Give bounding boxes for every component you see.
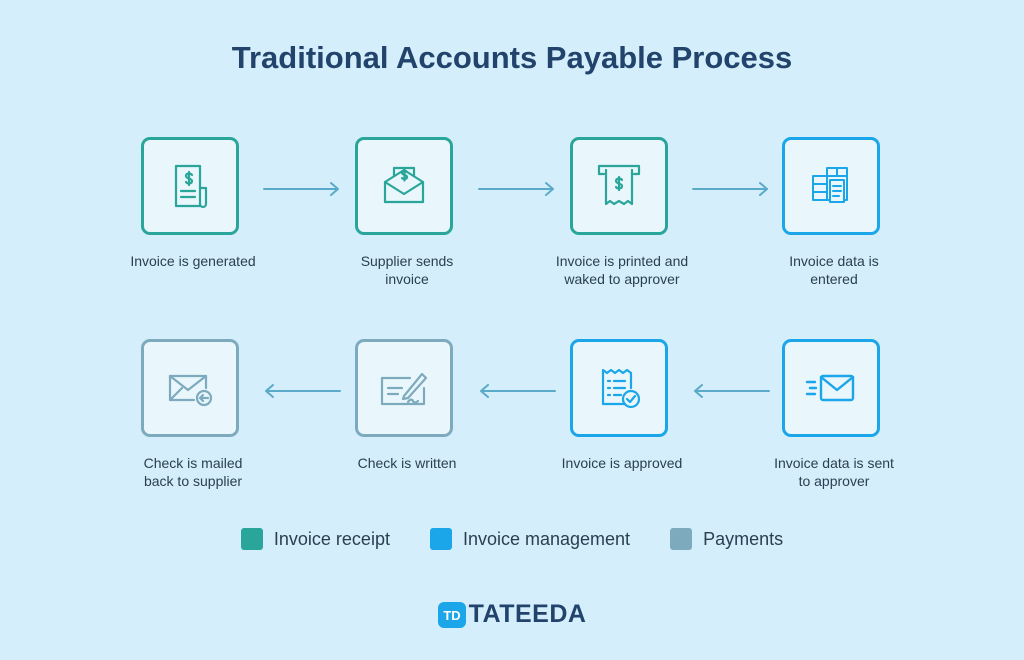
step-label: Check is mailed back to supplier — [143, 455, 243, 489]
legend-swatch — [429, 528, 452, 550]
mail-return-icon — [168, 374, 213, 407]
logo-text: TATEEDA — [468, 600, 587, 628]
step-label: Invoice data is sent to approver — [774, 455, 894, 489]
check-signature-icon — [380, 372, 428, 406]
legend: Invoice receipt Invoice management Payme… — [0, 528, 1024, 550]
invoice-document-icon — [174, 164, 208, 209]
legend-swatch — [240, 528, 263, 550]
arrow-left-icon — [694, 384, 770, 398]
data-entry-icon — [812, 167, 848, 203]
step-label: Invoice is generated — [130, 253, 256, 269]
step-box — [570, 137, 668, 235]
step-label: Check is written — [357, 455, 457, 471]
arrow-right-icon — [478, 182, 554, 196]
legend-label: Payments — [703, 528, 784, 549]
step-box — [570, 339, 668, 437]
step-label: Invoice is approved — [561, 455, 683, 471]
legend-label: Invoice management — [462, 528, 631, 549]
step-label: Supplier sends invoice — [360, 253, 454, 287]
legend-swatch — [670, 528, 693, 550]
legend-item-invoice-receipt: Invoice receipt — [240, 528, 390, 550]
legend-item-invoice-management: Invoice management — [429, 528, 631, 550]
diagram-title: Traditional Accounts Payable Process — [231, 40, 793, 75]
arrow-left-icon — [480, 384, 556, 398]
legend-label: Invoice receipt — [273, 528, 390, 549]
arrow-right-icon — [692, 182, 768, 196]
step-box — [782, 339, 880, 437]
step-box — [355, 339, 453, 437]
arrow-right-icon — [263, 182, 339, 196]
approved-checklist-icon — [601, 368, 641, 409]
legend-item-payments: Payments — [670, 528, 783, 550]
step-box — [355, 137, 453, 235]
sending-mail-icon — [805, 374, 855, 402]
step-label: Invoice data is entered — [789, 253, 879, 287]
step-box — [782, 137, 880, 235]
logo-mark-icon: TD — [437, 601, 466, 628]
printed-receipt-icon — [597, 164, 641, 206]
envelope-dollar-icon — [383, 166, 425, 204]
arrow-left-icon — [265, 384, 341, 398]
brand-logo: TD TATEEDA — [0, 600, 1024, 629]
step-label: Invoice is printed and waked to approver — [555, 253, 689, 287]
step-box — [141, 137, 239, 235]
logo-mark-text: TD — [443, 608, 460, 623]
step-box — [141, 339, 239, 437]
